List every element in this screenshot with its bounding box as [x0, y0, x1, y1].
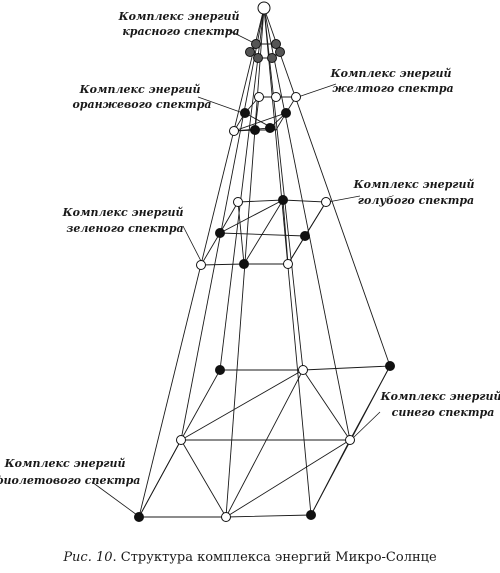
red-node — [271, 39, 281, 49]
blue-node — [278, 195, 288, 205]
apex-node — [257, 1, 271, 15]
label-yellow: Комплекс энергий желтого спектра — [330, 67, 456, 95]
indigo-node — [345, 435, 355, 445]
orange-node — [265, 123, 275, 133]
violet-node — [134, 512, 144, 522]
label-blue: Комплекс энергий голубого спектра — [353, 178, 479, 207]
orange-node — [281, 108, 291, 118]
label-red-line1: Комплекс энергий — [118, 10, 240, 23]
orange-node — [250, 125, 260, 135]
red-node — [245, 47, 255, 57]
label-green-line2: зеленого спектра — [66, 222, 183, 235]
green-node — [196, 260, 206, 270]
label-orange-line2: оранжевого спектра — [72, 98, 211, 111]
yellow-node — [291, 92, 301, 102]
green-node — [215, 228, 225, 238]
yellow-node — [271, 92, 281, 102]
label-violet-line1: Комплекс энергий — [4, 457, 126, 470]
red-node — [253, 53, 263, 63]
label-violet: Комплекс энергий фиолетового спектра — [0, 457, 140, 487]
blue-node — [321, 197, 331, 207]
label-indigo-line2: синего спектра — [392, 406, 495, 419]
figure-number: Рис. 10 — [63, 550, 113, 565]
label-green-line1: Комплекс энергий — [62, 206, 184, 219]
label-orange-line1: Комплекс энергий — [79, 83, 201, 96]
label-green: Комплекс энергий зеленого спектра — [62, 206, 188, 235]
indigo-node — [215, 365, 225, 375]
figure-caption: Рис. 10. Структура комплекса энергий Мик… — [0, 550, 500, 565]
blue-node — [233, 197, 243, 207]
violet-node — [221, 512, 231, 522]
indigo-node — [385, 361, 395, 371]
base-level-edges — [138, 365, 391, 518]
yellow-node — [254, 92, 264, 102]
label-red-line2: красного спектра — [122, 25, 239, 38]
indigo-node — [176, 435, 186, 445]
caption-text: Структура комплекса энергий Микро-Солнце — [120, 550, 437, 565]
violet-node — [306, 510, 316, 520]
label-indigo: Комплекс энергий синего спектра — [380, 390, 500, 419]
label-blue-line2: голубого спектра — [358, 194, 474, 207]
red-node — [275, 47, 285, 57]
indigo-node — [298, 365, 308, 375]
label-red: Комплекс энергий красного спектра — [118, 10, 244, 38]
label-yellow-line1: Комплекс энергий — [330, 67, 452, 80]
green-node — [239, 259, 249, 269]
green-node — [300, 231, 310, 241]
label-indigo-line1: Комплекс энергий — [380, 390, 500, 403]
orange-node — [229, 126, 239, 136]
caption-separator: . — [112, 550, 121, 565]
label-yellow-line2: желтого спектра — [332, 82, 453, 95]
label-orange: Комплекс энергий оранжевого спектра — [72, 83, 211, 111]
orange-node — [240, 108, 250, 118]
nodes — [134, 1, 395, 522]
label-violet-line2: фиолетового спектра — [0, 474, 140, 487]
label-blue-line1: Комплекс энергий — [353, 178, 475, 191]
red-node — [267, 53, 277, 63]
leader-lines — [91, 28, 381, 516]
green-node — [283, 259, 293, 269]
red-node — [251, 39, 261, 49]
